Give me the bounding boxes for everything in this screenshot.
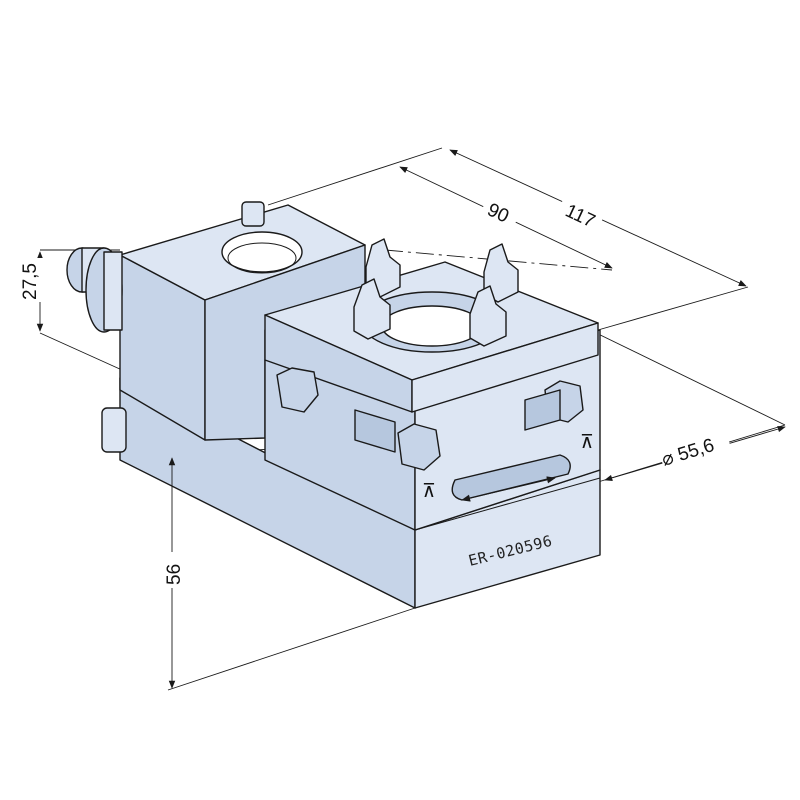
clamp-symbol-right: ⊼ — [580, 432, 594, 453]
fixture-body: ⊼ ⊼ — [66, 201, 601, 609]
dimension-height-small: 27,5 — [20, 263, 41, 300]
jaws — [353, 238, 519, 347]
clamp-symbol-left: ⊼ — [422, 481, 436, 502]
hex-bolts — [276, 367, 584, 471]
dimension-height-total: 56 — [164, 564, 185, 585]
